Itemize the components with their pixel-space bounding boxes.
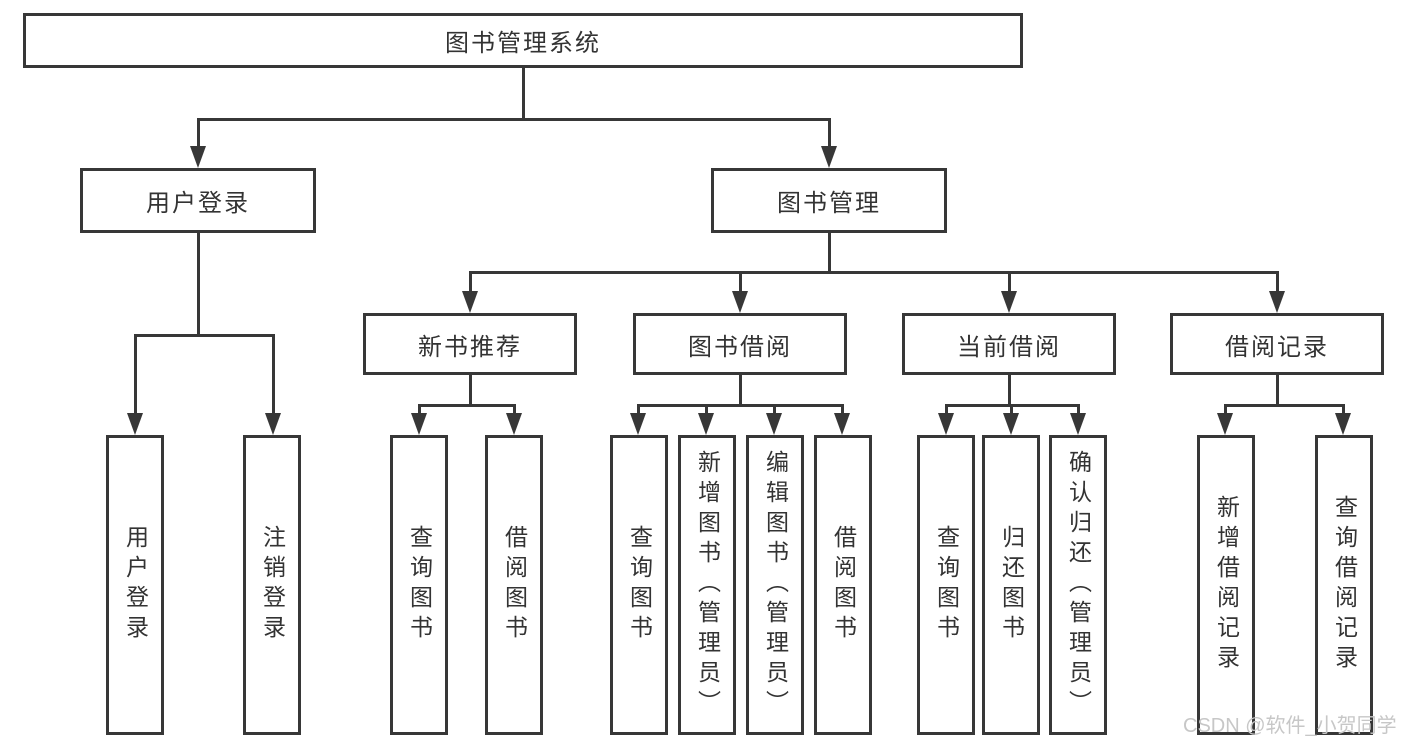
node-return-books: 归还图书 bbox=[982, 435, 1040, 735]
node-edit-book-admin-label: 编辑图书（管理员） bbox=[762, 450, 789, 720]
node-query-books-borrow: 查询图书 bbox=[610, 435, 668, 735]
arrow-down-icon bbox=[698, 413, 714, 435]
node-book-borrowing-label: 图书借阅 bbox=[688, 333, 792, 361]
node-query-borrow-record: 查询借阅记录 bbox=[1315, 435, 1373, 735]
node-query-books-recommend-label: 查询图书 bbox=[406, 525, 433, 645]
node-borrow-records-label: 借阅记录 bbox=[1225, 333, 1329, 361]
connector-line bbox=[1223, 403, 1345, 407]
connector-line bbox=[133, 333, 275, 337]
arrow-down-icon bbox=[1001, 291, 1017, 313]
connector-line bbox=[827, 233, 831, 272]
arrow-down-icon bbox=[732, 291, 748, 313]
node-user-login: 用户登录 bbox=[80, 168, 316, 233]
arrow-down-icon bbox=[190, 146, 206, 168]
node-query-books-current: 查询图书 bbox=[917, 435, 975, 735]
node-user-login-label: 用户登录 bbox=[146, 190, 250, 217]
connector-line bbox=[417, 405, 421, 413]
node-add-borrow-record: 新增借阅记录 bbox=[1197, 435, 1255, 735]
connector-line bbox=[738, 272, 742, 291]
connector-line bbox=[704, 405, 708, 413]
connector-line bbox=[1275, 272, 1279, 291]
node-user-login-leaf-label: 用户登录 bbox=[122, 525, 149, 645]
connector-line bbox=[772, 405, 776, 413]
node-book-borrowing: 图书借阅 bbox=[633, 313, 847, 375]
arrow-down-icon bbox=[462, 291, 478, 313]
connector-line bbox=[840, 405, 844, 413]
arrow-down-icon bbox=[1335, 413, 1351, 435]
connector-line bbox=[827, 119, 831, 146]
arrow-down-icon bbox=[834, 413, 850, 435]
node-add-borrow-record-label: 新增借阅记录 bbox=[1213, 495, 1240, 675]
arrow-down-icon bbox=[411, 413, 427, 435]
connector-line bbox=[196, 119, 200, 146]
connector-line bbox=[1007, 375, 1011, 405]
node-user-login-leaf: 用户登录 bbox=[106, 435, 164, 735]
node-new-book-recommend: 新书推荐 bbox=[363, 313, 577, 375]
connector-line bbox=[944, 405, 948, 413]
connector-line bbox=[512, 405, 516, 413]
arrow-down-icon bbox=[127, 413, 143, 435]
node-add-book-admin-label: 新增图书（管理员） bbox=[694, 450, 721, 720]
connector-line bbox=[1007, 272, 1011, 291]
node-query-books-borrow-label: 查询图书 bbox=[626, 525, 653, 645]
csdn-watermark: CSDN @软件_小贺同学 bbox=[1183, 715, 1397, 737]
connector-line bbox=[738, 375, 742, 405]
arrow-down-icon bbox=[1217, 413, 1233, 435]
node-new-book-recommend-label: 新书推荐 bbox=[418, 333, 522, 361]
node-edit-book-admin: 编辑图书（管理员） bbox=[746, 435, 804, 735]
connector-line bbox=[133, 335, 137, 413]
node-add-book-admin: 新增图书（管理员） bbox=[678, 435, 736, 735]
arrow-down-icon bbox=[821, 146, 837, 168]
arrow-down-icon bbox=[1269, 291, 1285, 313]
node-borrow-books-recommend-label: 借阅图书 bbox=[501, 525, 528, 645]
node-confirm-return-admin: 确认归还（管理员） bbox=[1049, 435, 1107, 735]
connector-line bbox=[468, 272, 472, 291]
node-return-books-label: 归还图书 bbox=[998, 525, 1025, 645]
arrow-down-icon bbox=[630, 413, 646, 435]
arrow-down-icon bbox=[506, 413, 522, 435]
connector-line bbox=[1341, 405, 1345, 413]
connector-line bbox=[417, 403, 516, 407]
node-query-books-recommend: 查询图书 bbox=[390, 435, 448, 735]
node-logout: 注销登录 bbox=[243, 435, 301, 735]
node-current-borrowing-label: 当前借阅 bbox=[957, 333, 1061, 361]
node-book-management-label: 图书管理 bbox=[777, 190, 881, 217]
node-confirm-return-admin-label: 确认归还（管理员） bbox=[1065, 450, 1092, 720]
connector-line bbox=[271, 335, 275, 413]
connector-line bbox=[1223, 405, 1227, 413]
arrow-down-icon bbox=[766, 413, 782, 435]
connector-line bbox=[468, 375, 472, 405]
node-borrow-books-recommend: 借阅图书 bbox=[485, 435, 543, 735]
connector-line bbox=[196, 233, 200, 335]
node-current-borrowing: 当前借阅 bbox=[902, 313, 1116, 375]
node-book-management: 图书管理 bbox=[711, 168, 947, 233]
arrow-down-icon bbox=[1003, 413, 1019, 435]
node-root: 图书管理系统 bbox=[23, 13, 1023, 68]
node-logout-label: 注销登录 bbox=[259, 525, 286, 645]
node-root-label: 图书管理系统 bbox=[445, 30, 601, 57]
node-borrow-books: 借阅图书 bbox=[814, 435, 872, 735]
connector-line bbox=[1275, 375, 1279, 405]
node-borrow-books-label: 借阅图书 bbox=[830, 525, 857, 645]
connector-line bbox=[636, 403, 844, 407]
connector-line bbox=[521, 68, 525, 119]
node-query-borrow-record-label: 查询借阅记录 bbox=[1331, 495, 1358, 675]
arrow-down-icon bbox=[938, 413, 954, 435]
connector-line bbox=[468, 270, 1279, 274]
connector-line bbox=[1009, 405, 1013, 413]
node-query-books-current-label: 查询图书 bbox=[933, 525, 960, 645]
connector-line bbox=[636, 405, 640, 413]
node-borrow-records: 借阅记录 bbox=[1170, 313, 1384, 375]
arrow-down-icon bbox=[265, 413, 281, 435]
connector-line bbox=[196, 117, 831, 121]
connector-line bbox=[1076, 405, 1080, 413]
arrow-down-icon bbox=[1070, 413, 1086, 435]
